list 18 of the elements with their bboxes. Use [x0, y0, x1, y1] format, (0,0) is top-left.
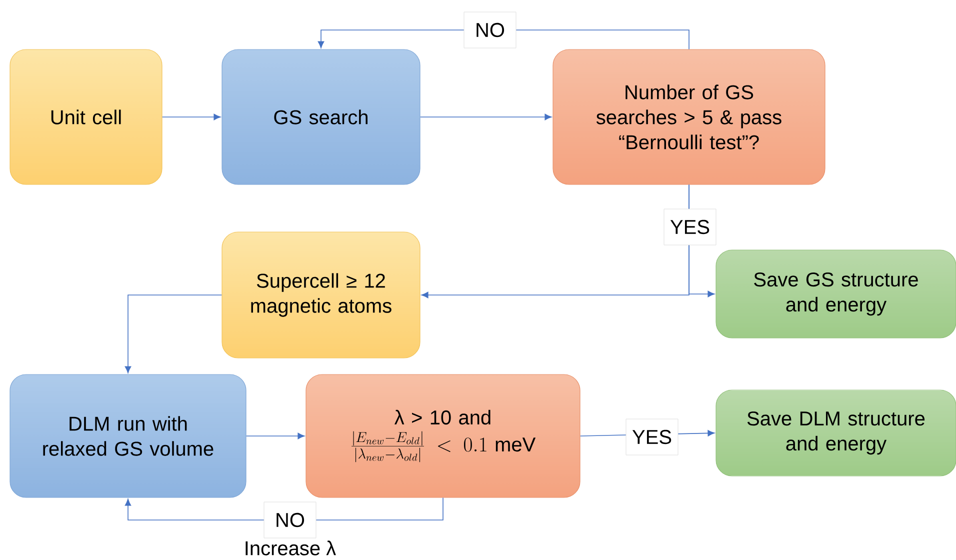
process-box: Unit cell — [10, 49, 162, 185]
arrow — [420, 114, 552, 120]
edge-label: NO — [264, 502, 316, 538]
arrow — [162, 114, 221, 120]
edge-label: NO — [464, 12, 516, 48]
process-box: DLM run with relaxed GS volume — [10, 374, 246, 498]
arrow — [246, 432, 305, 440]
decision-box: Number of GS searches > 5 & pass “Bernoulli test”? — [552, 49, 826, 185]
process-box: Supercell ≥ 12 magnetic atoms — [222, 232, 420, 358]
result-box: Save DLM structure and energy — [716, 390, 956, 476]
arrow — [124, 294, 222, 374]
arrow — [421, 184, 690, 298]
note-text: Increase λ — [246, 540, 336, 556]
edge-label: YES — [664, 208, 716, 246]
process-box: GS search — [222, 49, 420, 185]
result-box: Save GS structure and energy — [716, 250, 956, 338]
decision-box: λ > 10 and $\frac{|E_{new}-E_{old}|}{|\lambda_{new}-\lambda_{old}|} < 0.1\ \mathrm{meV}$ — [306, 374, 580, 498]
edge-label: YES — [626, 418, 678, 456]
